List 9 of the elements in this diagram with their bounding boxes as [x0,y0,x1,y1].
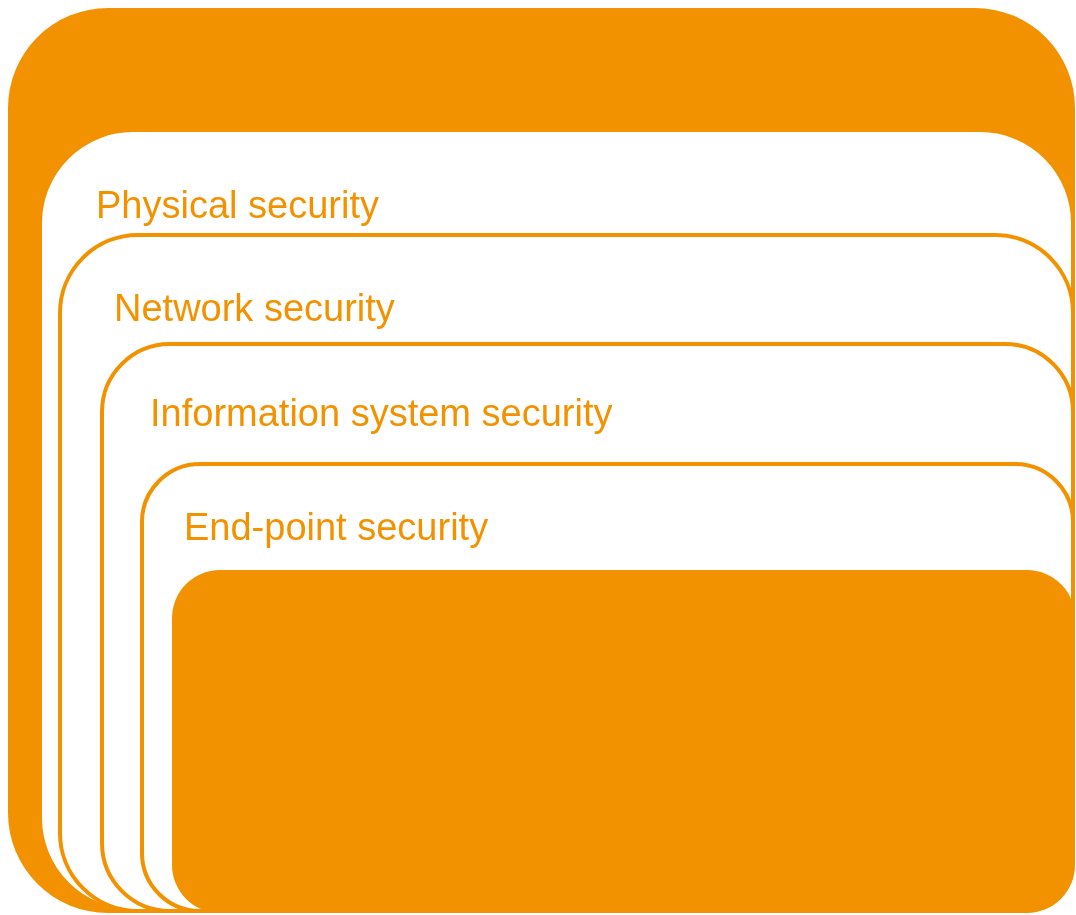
layer-label: End-point security [184,505,489,550]
layer-box [58,233,1075,913]
filled-layer-box [8,8,1075,913]
layer-label: Information system security [150,391,613,436]
filled-layer-box [172,570,1075,913]
layer-box [140,462,1075,913]
layer-label: Physical security [96,183,379,228]
layer-box [100,342,1075,913]
layer-label: Network security [114,286,395,331]
